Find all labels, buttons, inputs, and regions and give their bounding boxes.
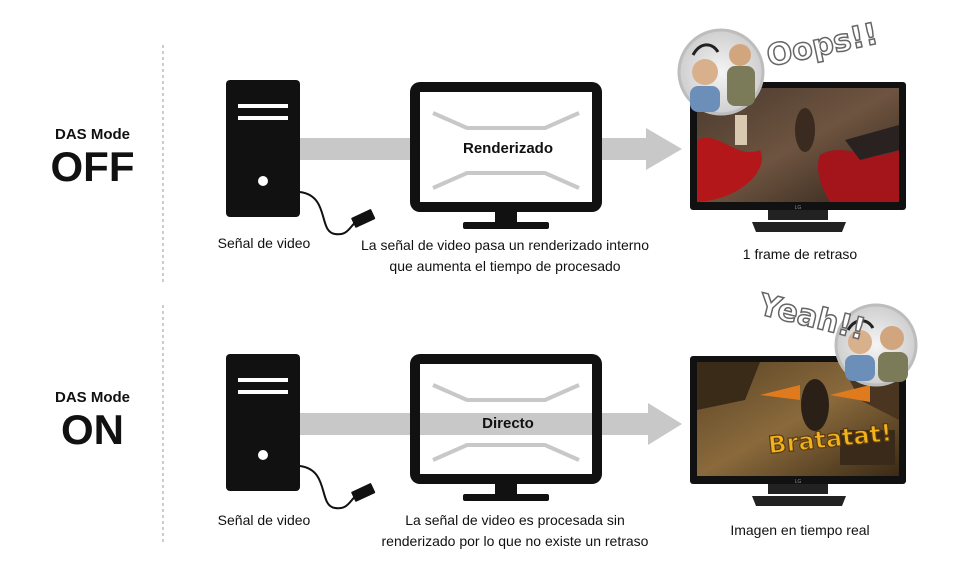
direct-monitor-on [410,354,602,501]
mode-label-off: DAS Mode OFF [0,126,185,189]
process-caption-on: La señal de video es procesada sin rende… [360,510,670,552]
process-label-off: Renderizado [440,140,576,160]
mode-label-on: DAS Mode ON [0,389,185,452]
reaction-bubble-on [834,303,918,387]
process-label-on: Directo [482,415,534,432]
process-caption-on-line1: La señal de video es procesada sin [405,512,625,528]
result-caption-off: 1 frame de retraso [742,246,858,262]
process-caption-off: La señal de video pasa un renderizado in… [340,235,670,277]
reaction-bubble-off [677,28,765,116]
arrow-shaft-off-1 [300,138,430,160]
tv-on: LG [690,356,906,506]
process-caption-off-line2: que aumenta el tiempo de procesado [389,258,621,274]
arrow-head-off-2 [646,128,682,170]
svg-text:LG: LG [795,205,802,211]
mode-prefix-off: DAS Mode [55,126,130,143]
process-caption-off-line1: La señal de video pasa un renderizado in… [361,237,649,253]
mode-state-on: ON [61,406,124,453]
mode-state-off: OFF [50,143,135,190]
svg-text:LG: LG [795,479,802,485]
result-caption-on: Imagen en tiempo real [730,522,870,538]
process-caption-on-line2: renderizado por lo que no existe un retr… [381,533,649,549]
source-caption-off: Señal de video [217,235,311,251]
pc-tower-on [226,354,376,510]
mode-prefix-on: DAS Mode [55,389,130,406]
pc-tower-off [226,80,376,236]
tv-off: LG [690,82,906,232]
source-caption-on: Señal de video [217,512,311,528]
arrow-head-on [648,403,682,445]
